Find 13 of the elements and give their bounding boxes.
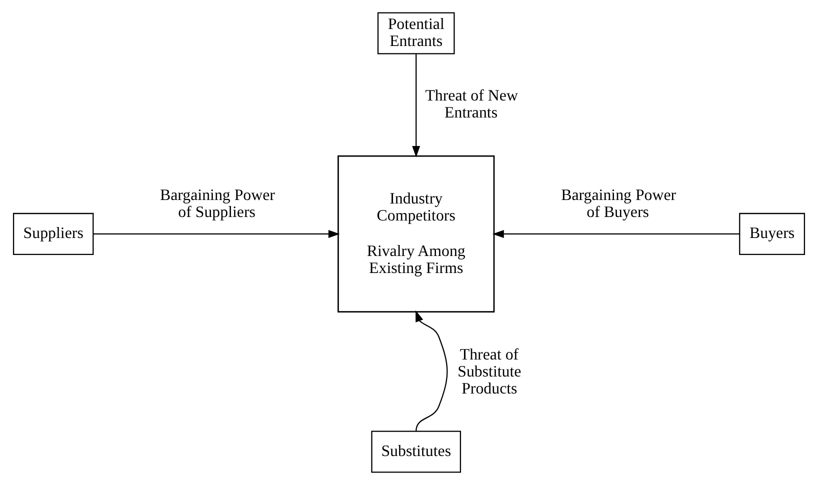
- node-box: Industry Competitors Rivalry Among Existing Firms: [338, 155, 495, 313]
- node-box: Potential Entrants: [377, 12, 455, 54]
- arrow: [93, 230, 340, 238]
- node-box: Substitutes: [371, 430, 462, 473]
- edge-label: Threat of Substitute Products: [458, 346, 522, 398]
- edge-label: Bargaining Power of Buyers: [561, 187, 676, 222]
- edge-label: Threat of New Entrants: [425, 88, 518, 122]
- node-box: Suppliers: [12, 212, 94, 255]
- edge-label: Bargaining Power of Suppliers: [160, 187, 275, 222]
- node-box: Buyers: [739, 212, 806, 255]
- arrow: [412, 54, 420, 158]
- arrow: [492, 230, 740, 238]
- arrow: [416, 310, 448, 432]
